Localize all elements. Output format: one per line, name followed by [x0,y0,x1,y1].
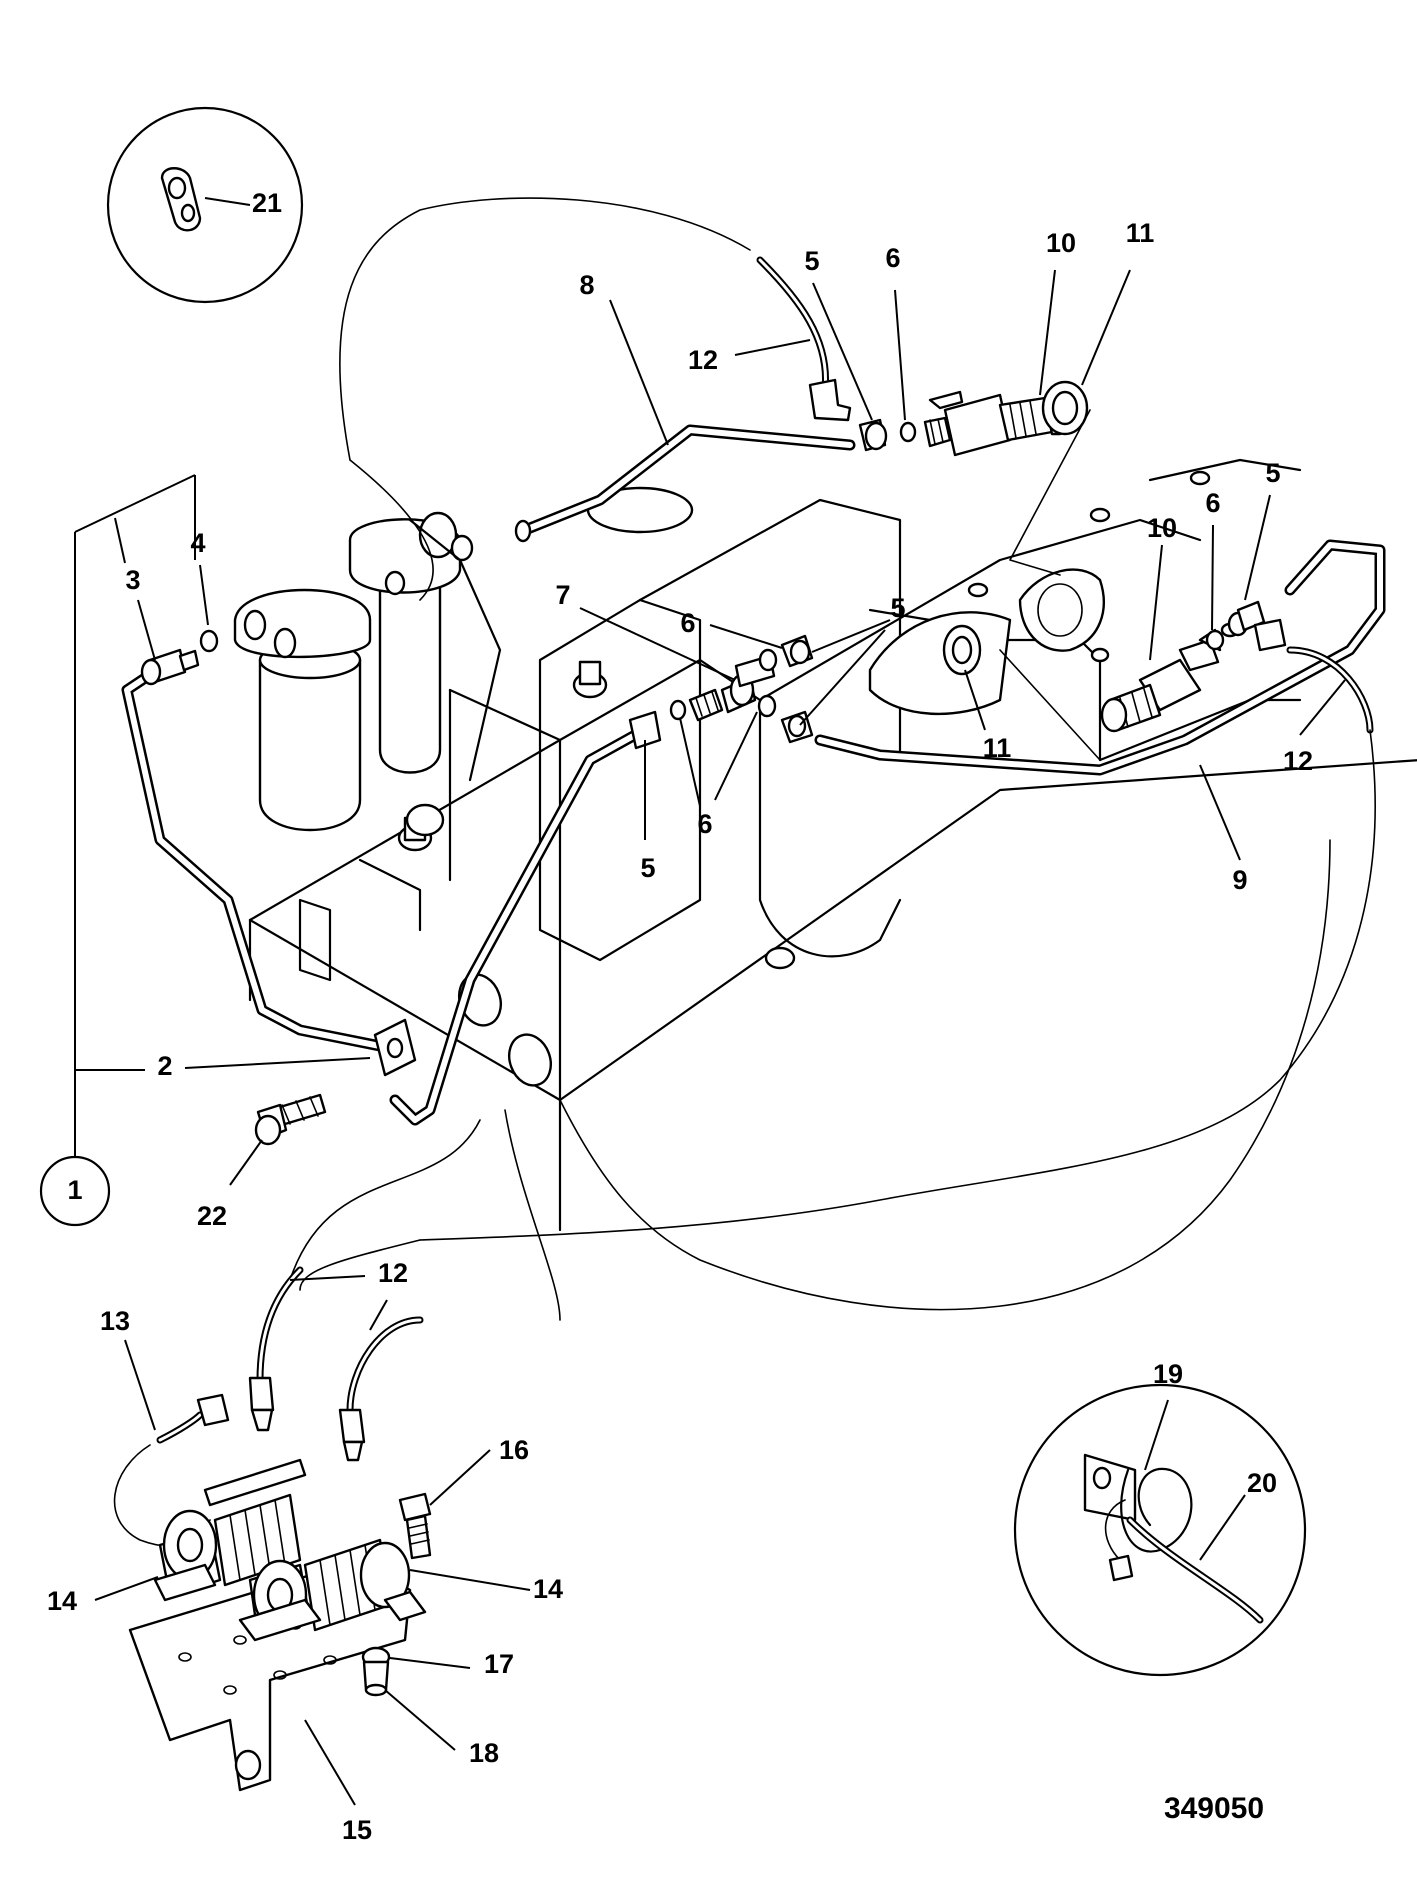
label-2: 2 [157,1051,172,1081]
label-4: 4 [190,528,205,558]
detail-circle-21 [106,106,304,304]
label-6-right: 6 [1205,488,1220,518]
label-5-lower: 5 [640,853,655,883]
bolt-22 [254,1093,327,1146]
screw-16 [398,1492,432,1560]
label-21: 21 [252,188,282,218]
label-5-top: 5 [804,246,819,276]
detail-circle-19-20 [1013,1383,1307,1677]
pipe-assembly-left [121,660,641,1126]
leader-lines [94,269,1346,1806]
label-14-right: 14 [533,1574,563,1604]
label-16: 16 [499,1435,529,1465]
label-17: 17 [484,1649,514,1679]
label-1: 1 [67,1175,82,1205]
label-18: 18 [469,1738,499,1768]
label-11-top: 11 [1126,218,1155,248]
label-20: 20 [1247,1468,1277,1498]
label-12-top: 12 [688,345,718,375]
label-19: 19 [1153,1359,1183,1389]
fuel-filter-assembly [233,511,502,837]
label-6-center: 6 [680,608,695,638]
label-6-top: 6 [885,243,900,273]
fitting-cluster-center [628,634,814,750]
label-14-left: 14 [47,1586,77,1616]
label-7: 7 [555,580,570,610]
sender-axis-right [999,649,1101,761]
label-6-lower: 6 [697,809,712,839]
relay-assembly [128,1458,427,1792]
sender-axis-top [1009,409,1091,576]
label-13: 13 [100,1306,130,1336]
label-12-lower: 12 [378,1258,408,1288]
label-15: 15 [342,1815,372,1845]
engine-block [248,458,1417,1311]
label-22: 22 [197,1201,227,1231]
fitting-3-4 [140,629,219,686]
pipe-9 [814,539,1386,776]
label-9: 9 [1232,865,1247,895]
nut-17-18 [361,1646,391,1697]
callout-labels: 1 2 3 4 5 6 8 12 10 11 7 6 5 5 6 11 10 6… [47,188,1313,1845]
wire-harness [113,197,1376,1547]
label-10-right: 10 [1147,513,1177,543]
label-11-right: 11 [983,733,1012,763]
temp-sender-top [858,380,1089,457]
label-12-right: 12 [1283,746,1313,776]
label-5-center: 5 [890,593,905,623]
drawing-number: 349050 [1164,1792,1264,1825]
label-5-right: 5 [1265,458,1280,488]
label-8: 8 [579,270,594,300]
item-1-callout [39,474,196,1227]
temp-sender-right [1100,600,1266,733]
label-10-top: 10 [1046,228,1076,258]
pipe-8 [514,424,856,543]
washer-11-right-hole [951,635,973,665]
label-3: 3 [125,565,140,595]
